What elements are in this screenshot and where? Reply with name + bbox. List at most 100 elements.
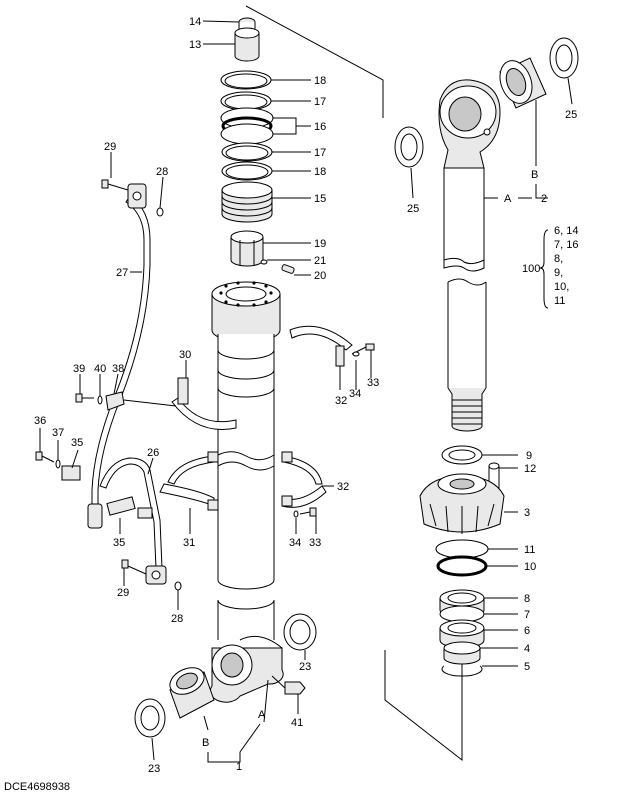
part-25-dust-seal-right [549, 37, 579, 79]
part-30-upper-clamp [171, 325, 353, 430]
part-B-bushing-right [499, 57, 547, 109]
label-33-bottom: 33 [309, 537, 321, 549]
part-27-hose [87, 183, 151, 529]
part-5-snap-ring [441, 665, 483, 677]
label-10: 10 [524, 561, 536, 573]
label-17-top: 17 [314, 96, 326, 108]
bracket-item-6: 11 [554, 295, 565, 307]
part-41-grease-fitting [271, 675, 306, 695]
label-18-top: 18 [314, 75, 326, 87]
label-31: 31 [183, 537, 195, 549]
part-B-bushing-left [169, 667, 215, 719]
part-17-ring-bottom [221, 142, 273, 162]
label-37: 37 [52, 427, 64, 439]
part-37-washer [55, 459, 61, 469]
label-A-right: A [504, 193, 512, 205]
label-B-left: B [202, 737, 209, 749]
part-34-washer-top [352, 351, 360, 357]
label-28-top: 28 [156, 166, 168, 178]
label-13: 13 [189, 39, 201, 51]
label-6: 6 [524, 625, 530, 637]
part-11-ring [435, 539, 489, 559]
label-4: 4 [524, 643, 530, 655]
bracket-item-4: 9, [554, 267, 563, 279]
label-14-top: 14 [189, 16, 201, 28]
label-2: 2 [541, 193, 547, 205]
part-29-bolt-top [101, 179, 129, 191]
label-23-right: 23 [299, 661, 311, 673]
label-12: 12 [524, 463, 536, 475]
piston-rod [438, 79, 501, 432]
label-21: 21 [314, 255, 326, 267]
label-1: 1 [236, 761, 242, 773]
part-9-ring [441, 445, 483, 465]
label-A-left: A [258, 709, 266, 721]
label-39: 39 [73, 363, 85, 375]
label-30: 30 [179, 349, 191, 361]
label-23-left: 23 [148, 763, 160, 775]
part-18-ring-top [220, 70, 272, 90]
label-35-bottom: 35 [113, 537, 125, 549]
label-32-bottom: 32 [337, 481, 349, 493]
part-31-lower-clamp [159, 451, 327, 511]
leader-lines [39, 20, 573, 763]
label-15: 15 [314, 193, 326, 205]
part-10-o-ring [436, 555, 488, 577]
label-25-right: 25 [565, 109, 577, 121]
part-3-piston [419, 473, 505, 534]
label-5: 5 [524, 661, 530, 673]
label-19: 19 [314, 238, 326, 250]
part-34-washer-bottom [293, 510, 299, 518]
label-34-top: 34 [349, 388, 361, 400]
label-7: 7 [524, 609, 530, 621]
label-32-top: 32 [335, 395, 347, 407]
part-4-nut [443, 641, 481, 665]
label-16: 16 [314, 121, 326, 133]
label-20: 20 [314, 270, 326, 282]
part-28-o-ring-bottom [174, 581, 182, 591]
label-8: 8 [524, 593, 530, 605]
part-23-dust-seal-right [283, 613, 317, 651]
part-40-washer [97, 395, 103, 405]
part-39-bolt [75, 393, 94, 403]
part-16-seal-set [220, 107, 274, 145]
label-34-bottom: 34 [289, 537, 301, 549]
label-18-bottom: 18 [314, 166, 326, 178]
bracket-item-1: 6, 14 [554, 225, 578, 237]
label-100: 100 [522, 263, 540, 275]
label-35-top: 35 [71, 437, 83, 449]
label-33-top: 33 [367, 377, 379, 389]
frame-line-top [245, 5, 384, 118]
label-41: 41 [291, 717, 303, 729]
label-36: 36 [34, 415, 46, 427]
part-38-clamp-bracket [105, 391, 177, 411]
part-19-nut [230, 230, 264, 267]
label-3: 3 [524, 507, 530, 519]
part-20-set-screw [281, 264, 295, 274]
bracket-item-3: 8, [554, 253, 563, 265]
callout-labels: 14 13 18 17 16 17 18 15 19 21 20 29 28 2… [4, 16, 578, 793]
label-40: 40 [94, 363, 106, 375]
label-9: 9 [526, 450, 532, 462]
label-11: 11 [524, 544, 535, 556]
label-29-top: 29 [104, 141, 116, 153]
part-17-ring-top [220, 91, 272, 111]
label-29-bottom: 29 [117, 587, 129, 599]
part-29-bolt-bottom [121, 559, 147, 575]
label-28-bottom: 28 [171, 613, 183, 625]
label-17-bottom: 17 [314, 147, 326, 159]
part-28-o-ring-top [156, 207, 164, 217]
part-15-wiper [221, 181, 273, 223]
part-18-ring-bottom [221, 161, 273, 181]
part-21-pin [260, 259, 268, 265]
part-25-dust-seal-left [394, 126, 424, 168]
bracket-item-2: 7, 16 [554, 239, 578, 251]
label-B-right: B [531, 169, 538, 181]
part-35-clamp-set [61, 465, 153, 519]
part-23-dust-seal-left [134, 698, 166, 738]
part-33-bolt-bottom [299, 507, 317, 517]
label-25-left: 25 [407, 203, 419, 215]
frame-line-bottom [384, 650, 463, 762]
bracket-item-5: 10, [554, 281, 569, 293]
